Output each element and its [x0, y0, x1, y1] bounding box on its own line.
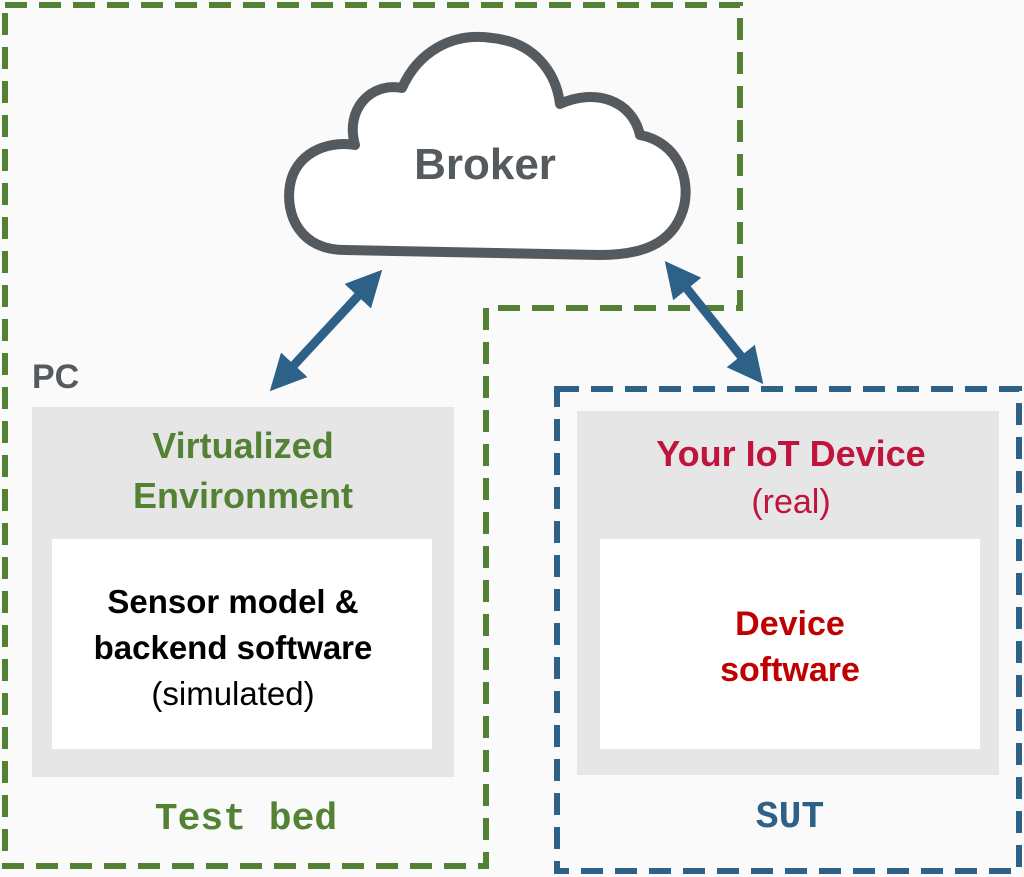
- broker-sut-arrow: [664, 260, 764, 385]
- sensor-model-line3: (simulated): [151, 675, 315, 712]
- virtual-environment-title-line1: Virtualized: [152, 425, 334, 466]
- testbed-boundary: [2, 2, 743, 869]
- broker-cloud-icon: [284, 32, 691, 260]
- pc-label: PC: [32, 358, 80, 396]
- sensor-model-line1: Sensor model &: [107, 583, 359, 620]
- iot-device-subtitle: (real): [751, 483, 831, 521]
- sut-boundary: [554, 386, 1022, 874]
- virtual-environment-title-line2: Environment: [132, 475, 354, 516]
- broker-testbed-arrow: [269, 269, 383, 392]
- iot-device-title: Your IoT Device: [656, 433, 926, 474]
- sensor-model-line2: backend software: [93, 629, 373, 666]
- iot-device-panel: Your IoT Device (real) Device software: [577, 411, 999, 775]
- device-software-line2: software: [720, 651, 860, 689]
- testbed-label: Test bed: [154, 798, 338, 841]
- sut-label: SUT: [755, 796, 825, 839]
- broker-label: Broker: [414, 140, 556, 189]
- device-software-box: Device software: [600, 539, 980, 749]
- sensor-model-box: Sensor model & backend software (simulat…: [52, 539, 432, 749]
- device-software-line1: Device: [735, 605, 845, 643]
- virtual-environment-panel: Virtualized Environment Sensor model & b…: [32, 407, 454, 777]
